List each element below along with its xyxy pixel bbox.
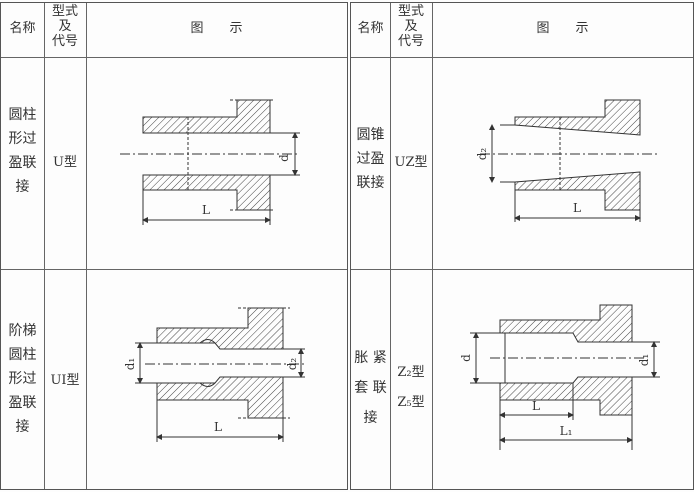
row-type-uz: UZ型 <box>394 155 428 170</box>
dim-d2: d₂ <box>475 148 489 161</box>
dim-l: L <box>214 420 222 434</box>
name-line: 圆柱 <box>8 107 37 123</box>
header-type-line: 及 <box>58 19 72 34</box>
divider <box>44 3 45 489</box>
dim-l: L <box>532 399 540 413</box>
row-name-u: 圆柱 形过 盈联 接 <box>1 103 44 199</box>
header-type-line: 型式 <box>397 4 424 19</box>
name-line: 联接 <box>356 175 385 191</box>
dim-l: L <box>202 203 210 217</box>
name-line: 圆柱 <box>8 347 37 363</box>
name-line: 过盈 <box>356 151 385 167</box>
header-name: 名称 <box>9 21 36 36</box>
right-table: 名称 型式 及 代号 图 示 圆锥 过盈 联接 UZ型 胀 紧 套 联 接 Z₂… <box>350 2 694 490</box>
dim-d1: d₁ <box>123 358 137 371</box>
name-line: 形过 <box>8 371 37 387</box>
header-type: 型式 及 代号 <box>390 4 432 49</box>
name-line: 形过 <box>8 131 37 147</box>
header-type: 型式 及 代号 <box>44 4 86 49</box>
name-line: 胀 紧 <box>354 350 387 366</box>
header-type-line: 型式 <box>51 4 78 19</box>
drawing-ui-type <box>135 307 305 442</box>
dim-d1: d₁ <box>637 354 651 367</box>
dim-d2: d₂ <box>285 358 299 371</box>
row-type-ui: UI型 <box>50 373 80 388</box>
drawing-u-type <box>120 99 300 225</box>
divider <box>1 269 347 270</box>
header-type-line: 代号 <box>51 34 78 49</box>
header-figure: 图 示 <box>536 21 589 36</box>
name-line: 盈联 <box>8 155 37 171</box>
row-name-z: 胀 紧 套 联 接 <box>351 343 390 433</box>
left-table: 名称 型式 及 代号 图 示 圆柱 形过 盈联 接 U型 阶梯 圆柱 形过 盈联… <box>0 2 348 490</box>
header-name: 名称 <box>357 21 384 36</box>
type-line: Z₂型 <box>397 365 425 380</box>
name-line: 阶梯 <box>8 323 37 339</box>
dim-l: L <box>573 201 581 215</box>
name-line: 套 联 <box>354 380 387 396</box>
row-name-uz: 圆锥 过盈 联接 <box>351 123 390 195</box>
divider <box>432 3 433 489</box>
name-line: 圆锥 <box>356 127 385 143</box>
name-line: 接 <box>15 419 30 435</box>
name-line: 接 <box>15 179 30 195</box>
name-line: 接 <box>363 410 378 426</box>
divider <box>390 3 391 489</box>
dim-l1: L₁ <box>560 424 573 438</box>
divider <box>351 57 693 58</box>
type-line: Z₅型 <box>397 395 425 410</box>
header-figure: 图 示 <box>190 21 243 36</box>
header-type-line: 代号 <box>397 34 424 49</box>
row-name-ui: 阶梯 圆柱 形过 盈联 接 <box>1 319 44 439</box>
row-type-z: Z₂型 Z₅型 <box>390 358 432 418</box>
row-type-u: U型 <box>53 155 77 170</box>
dim-d: d <box>277 154 291 162</box>
divider <box>86 3 87 489</box>
divider <box>351 269 693 270</box>
dim-d: d <box>459 354 473 362</box>
header-type-line: 及 <box>404 19 418 34</box>
drawing-z-type <box>470 304 660 450</box>
drawing-uz-type <box>480 99 660 222</box>
divider <box>1 57 347 58</box>
name-line: 盈联 <box>8 395 37 411</box>
